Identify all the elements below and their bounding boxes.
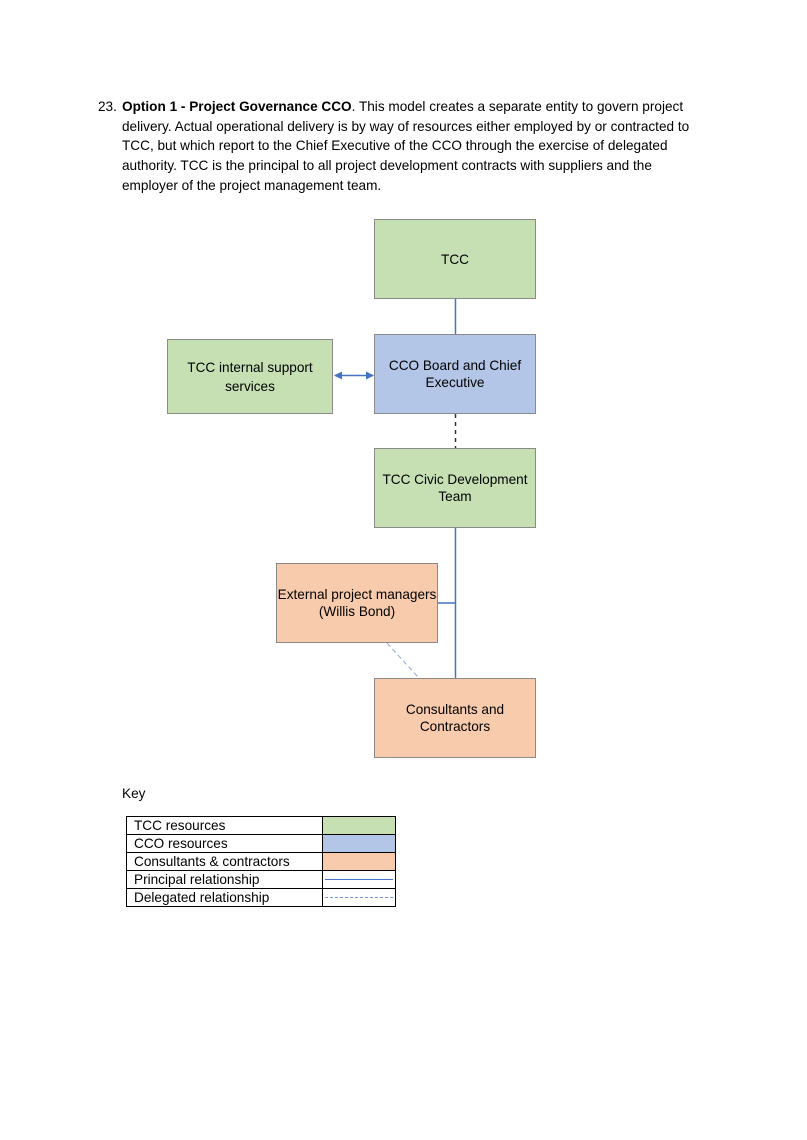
key-title: Key bbox=[122, 786, 146, 801]
key-row: Consultants & contractors bbox=[126, 852, 396, 871]
paragraph-line-1: Option 1 - Project Governance CCO. This … bbox=[122, 97, 738, 117]
paragraph-line-4: authority. TCC is the principal to all p… bbox=[122, 158, 652, 174]
paragraph-23: 23. Option 1 - Project Governance CCO. T… bbox=[98, 97, 738, 196]
key-label-principal: Principal relationship bbox=[126, 870, 323, 889]
node-civic-team-label: TCC Civic Development Team bbox=[382, 472, 528, 504]
key-table: TCC resources CCO resources Consultants … bbox=[126, 816, 396, 907]
paragraph-line-3: TCC, but which report to the Chief Execu… bbox=[122, 138, 668, 154]
key-row: Delegated relationship bbox=[126, 888, 396, 907]
key-swatch-dashed-line bbox=[322, 888, 396, 907]
node-tcc-label: TCC bbox=[441, 251, 469, 267]
key-label-consultants: Consultants & contractors bbox=[126, 852, 323, 871]
paragraph-line-5: employer of the project management team. bbox=[122, 177, 382, 193]
key-swatch-solid-line bbox=[322, 870, 396, 889]
node-consultants-label: Consultants and Contractors bbox=[405, 702, 505, 734]
node-external-pm-label: External project managers (Willis Bond) bbox=[277, 587, 437, 619]
dashed-line-sample bbox=[325, 897, 393, 898]
paragraph-line-2: delivery. Actual operational delivery is… bbox=[122, 118, 690, 134]
key-label-delegated: Delegated relationship bbox=[126, 888, 323, 907]
node-civic-team: TCC Civic Development Team bbox=[374, 448, 536, 528]
key-label-cco: CCO resources bbox=[126, 834, 323, 853]
key-label-tcc: TCC resources bbox=[126, 816, 323, 835]
paragraph-line-1-text: . This model creates a separate entity t… bbox=[351, 99, 684, 114]
node-external-pm: External project managers (Willis Bond) bbox=[276, 563, 438, 643]
key-swatch-peach bbox=[322, 852, 396, 871]
node-consultants: Consultants and Contractors bbox=[374, 678, 536, 758]
connector-delegated-dashed bbox=[386, 642, 419, 678]
paragraph-body: Option 1 - Project Governance CCO. This … bbox=[122, 97, 738, 196]
paragraph-bold-lead: Option 1 - Project Governance CCO bbox=[122, 99, 352, 114]
key-row: TCC resources bbox=[126, 816, 396, 835]
node-cco-board: CCO Board and Chief Executive bbox=[374, 334, 536, 414]
node-internal-support-label: TCC internal support services bbox=[187, 359, 313, 394]
key-row: Principal relationship bbox=[126, 870, 396, 889]
key-swatch-green bbox=[322, 816, 396, 835]
key-row: CCO resources bbox=[126, 834, 396, 853]
key-swatch-blue bbox=[322, 834, 396, 853]
node-tcc: TCC bbox=[374, 219, 536, 299]
node-internal-support: TCC internal support services bbox=[167, 339, 333, 414]
paragraph-number: 23. bbox=[98, 99, 117, 114]
solid-line-sample bbox=[325, 879, 393, 880]
node-cco-board-label: CCO Board and Chief Executive bbox=[388, 358, 522, 390]
